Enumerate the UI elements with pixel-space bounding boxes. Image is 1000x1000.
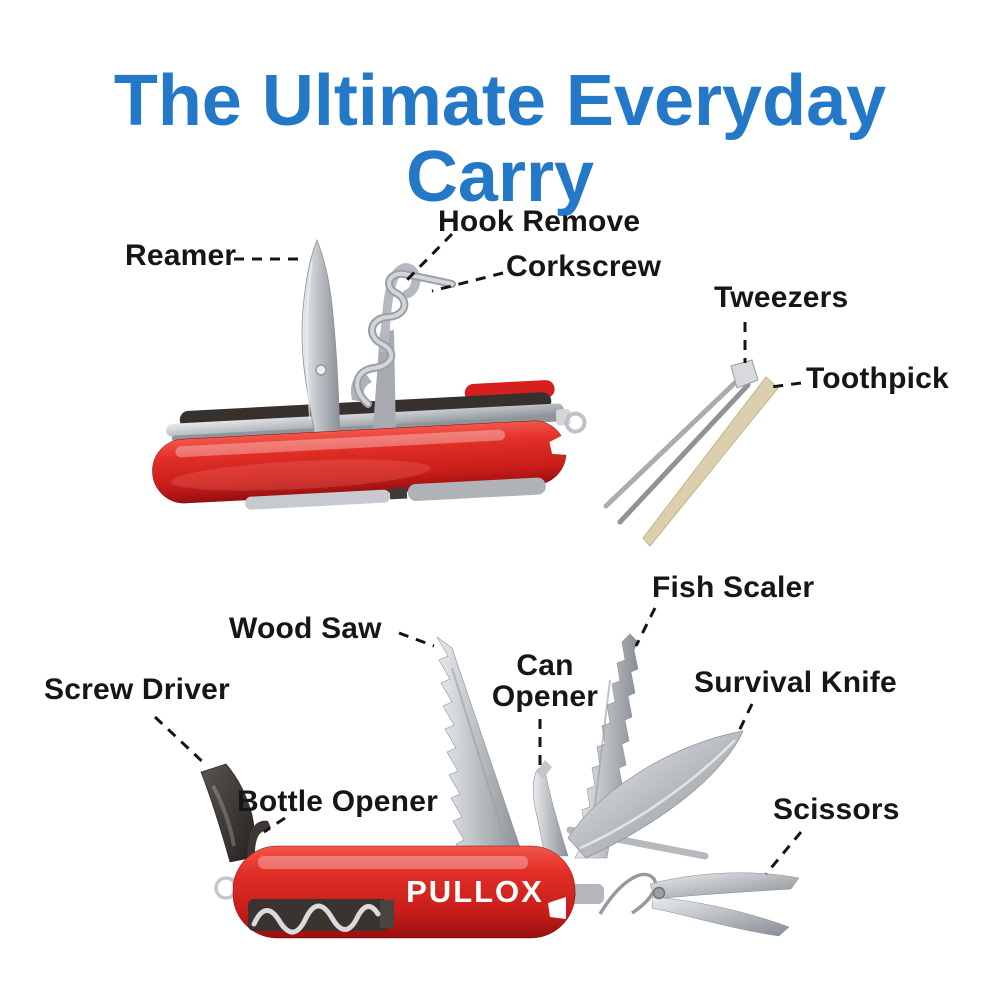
label-reamer: Reamer (125, 239, 237, 272)
label-tweezers: Tweezers (714, 281, 849, 314)
brand-logo-text: PULLOX (406, 874, 544, 909)
toothpick-leader-line (770, 381, 802, 389)
top-keyring-icon (564, 411, 587, 434)
label-toothpick: Toothpick (806, 362, 949, 395)
scissors-pivot (652, 886, 666, 900)
page-title: The Ultimate Everyday Carry (113, 61, 887, 217)
folded-tool-tab (407, 477, 546, 502)
label-can-opener: Can Opener (491, 649, 599, 714)
folded-tool-tab (245, 489, 391, 510)
top-knife-photo (152, 238, 587, 510)
wood-saw-tool (436, 636, 524, 857)
top-knife-handle (152, 409, 587, 510)
reamer-hole (315, 364, 327, 376)
label-corkscrew: Corkscrew (506, 250, 662, 283)
bottom-knife-photo (200, 633, 800, 939)
can-opener-tool (532, 760, 569, 857)
handle-notch (549, 433, 569, 455)
wood-saw-leader-line (398, 631, 435, 648)
screwdriver-tool (200, 763, 271, 863)
handle-notch (548, 897, 566, 919)
corkscrew-tool (350, 269, 456, 408)
hook-remove-leader-line (402, 232, 454, 285)
label-survival-knife: Survival Knife (694, 666, 897, 699)
label-screw-driver: Screw Driver (44, 673, 230, 706)
label-wood-saw: Wood Saw (229, 612, 382, 645)
label-bottle-opener: Bottle Opener (237, 785, 438, 818)
tweezers-photo (603, 359, 759, 525)
survival-knife-tool (567, 730, 744, 859)
scissors-leader-line (764, 831, 803, 875)
fish-scaler-tool (574, 633, 639, 859)
label-hook-remove: Hook Remove (438, 205, 641, 238)
fish-scaler-leader-line (634, 607, 657, 647)
label-scissors: Scissors (773, 793, 900, 826)
bottle-opener-leader-line (263, 816, 286, 834)
screw-driver-leader-line (153, 715, 208, 767)
folded-corkscrew-tool (251, 903, 381, 935)
bottle-opener-tool (247, 820, 271, 856)
label-fish-scaler: Fish Scaler (652, 571, 815, 604)
survival-knife-leader-line (737, 703, 754, 732)
toothpick-photo (642, 376, 779, 547)
scissors-tool (552, 872, 800, 937)
corkscrew-leader-line (431, 271, 504, 293)
scissors-spring (598, 872, 658, 915)
